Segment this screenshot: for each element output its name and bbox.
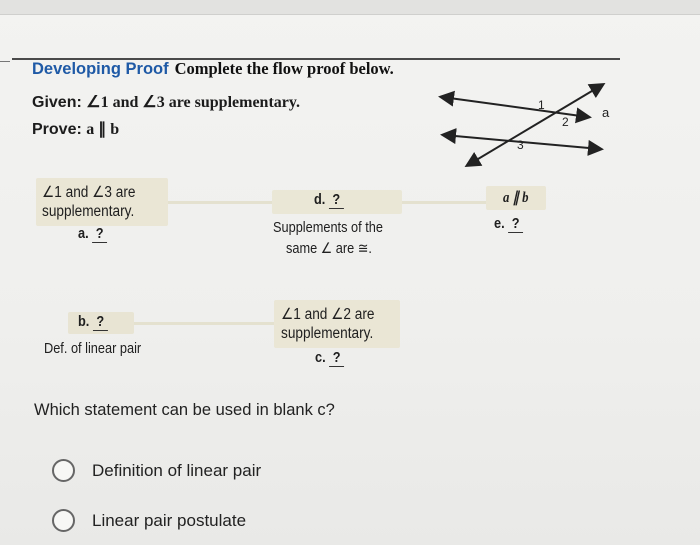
blank-a-label: a. <box>78 226 89 242</box>
given-statement: Given: ∠1 and ∠3 are supplementary. <box>32 92 300 112</box>
blank-a: a. ? <box>78 226 108 243</box>
proof-box-e <box>486 186 546 210</box>
boxc-line1: ∠1 and ∠2 are <box>281 306 375 323</box>
proof-connector-2 <box>402 201 486 204</box>
problem-title: Developing Proof Complete the flow proof … <box>32 59 394 79</box>
blank-e: e. ? <box>494 216 524 233</box>
blank-d-value: ? <box>328 192 344 209</box>
line-a-label: a <box>602 105 610 120</box>
blank-c-label: c. <box>315 350 326 366</box>
proof-connector-3 <box>134 322 274 325</box>
answer-option-2-label: Linear pair postulate <box>92 510 247 530</box>
line-b-label: b <box>590 140 597 155</box>
blank-c-value: ? <box>329 350 345 367</box>
prove-label: Prove: <box>32 121 82 138</box>
instruction-text: Complete the flow proof below. <box>174 59 394 78</box>
blank-b-label: b. <box>78 314 90 330</box>
boxe-statement: a ∥ b <box>503 190 529 206</box>
proof-box-c <box>274 300 400 348</box>
prove-statement: Prove: a ∥ b <box>32 119 119 139</box>
given-text: ∠1 and ∠3 are supplementary. <box>86 94 300 111</box>
answer-option-1[interactable]: Definition of linear pair <box>52 459 261 482</box>
blank-d: d. ? <box>314 192 344 209</box>
boxd-reason-line2: same ∠ are ≅. <box>286 241 372 257</box>
answer-option-2[interactable]: Linear pair postulate <box>52 509 246 532</box>
transversal-line <box>464 82 606 168</box>
question-text: Which statement can be used in blank c? <box>34 401 335 419</box>
proof-box-b <box>68 312 134 334</box>
radio-button-2[interactable] <box>52 509 75 532</box>
transversal-figure: 1 2 3 a b <box>438 82 610 168</box>
top-edge-strip <box>0 0 700 15</box>
answer-option-1-label: Definition of linear pair <box>92 460 262 480</box>
blank-a-value: ? <box>92 226 108 243</box>
box1-line2: supplementary. <box>42 203 135 220</box>
boxd-reason-line1: Supplements of the <box>273 220 383 236</box>
angle-2-label: 2 <box>562 115 569 129</box>
left-edge-mark <box>0 61 10 62</box>
blank-b: b. ? <box>78 314 108 331</box>
blank-e-value: ? <box>508 216 524 233</box>
angle-3-label: 3 <box>517 138 524 152</box>
proof-connector-1 <box>168 201 272 204</box>
prove-text: a ∥ b <box>86 121 120 138</box>
proof-box-d <box>272 190 402 214</box>
developing-proof-heading: Developing Proof <box>32 60 169 78</box>
radio-button-1[interactable] <box>52 459 75 482</box>
box1-line1: ∠1 and ∠3 are <box>42 184 136 201</box>
blank-e-label: e. <box>494 216 505 232</box>
header-rule <box>12 58 620 60</box>
boxb-reason: Def. of linear pair <box>44 341 142 357</box>
given-label: Given: <box>32 94 82 111</box>
boxc-line2: supplementary. <box>281 325 374 342</box>
blank-b-value: ? <box>92 314 108 331</box>
blank-c: c. ? <box>315 350 345 367</box>
angle-1-label: 1 <box>538 98 545 112</box>
proof-box-given <box>36 178 168 226</box>
blank-d-label: d. <box>314 192 326 208</box>
